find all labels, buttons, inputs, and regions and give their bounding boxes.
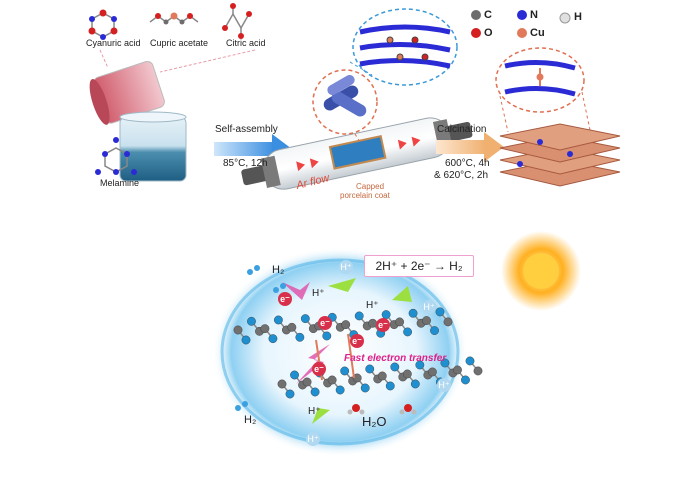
carbon-atom [473,366,483,376]
h2-molecule-icon [235,265,286,411]
citric-acid-label: Citric acid [226,38,266,48]
nitrogen-atom [365,364,375,374]
product-layers-icon [504,59,576,97]
electron-5: e⁻ [312,362,326,376]
nitrogen-atom [268,334,278,344]
nitrogen-atom [461,375,470,385]
catalyst-sheet [233,307,453,345]
assembled-rods-icon [323,75,367,117]
cyanuric-acid-molecule-icon [88,9,118,40]
cupric-acetate-molecule-icon [149,12,199,25]
nitrogen-atom [295,332,305,342]
h2o-label: H₂O [362,414,387,429]
carbon-atom [327,375,337,385]
beaker-icon [119,111,187,182]
nitrogen-atom [290,370,299,380]
nitrogen-atom [410,379,420,389]
nitrogen-atom [340,366,350,376]
carbon-atom [233,325,243,335]
proton-bubble-3: H⁺ [437,378,451,392]
zoom-circle-boat [312,69,378,135]
legend-o: O [484,27,493,39]
nitrogen-atom [300,314,310,324]
nitrogen-atom [435,307,445,317]
nitrogen-atom [390,362,400,372]
electron-3: e⁻ [376,318,390,332]
fast-electron-transfer-label: Fast electron transfer [344,353,447,364]
calcination-label: Calcination [437,124,487,135]
carbon-atom [402,369,412,379]
legend-n: N [530,9,538,21]
carbon-atom [427,367,437,377]
legend-h: H [574,11,582,23]
proton-arrows [312,278,412,424]
cyanuric-acid-label: Cyanuric acid [86,38,141,48]
self-assembly-condition: 85°C, 12h [223,158,268,169]
proton-bubble-1: H⁺ [339,260,353,274]
carbon-atom [443,317,453,327]
nitrogen-atom [322,331,332,341]
self-assembly-label: Self-assembly [215,124,278,135]
nitrogen-atom [465,356,475,366]
proton-bubble-2: H⁺ [422,300,436,314]
nitrogen-atom [310,387,320,397]
tube-furnace-icon [241,117,473,190]
calcination-condition-1: 600°C, 4h [445,158,490,169]
porcelain-coat-label: porcelain coat [340,191,390,200]
electron-1: e⁻ [278,292,292,306]
h2o-molecule-icon [347,404,417,415]
nitrogen-atom [440,358,450,368]
catalyst-sheet [277,356,483,399]
carbon-atom [287,322,297,332]
nitrogen-atom [247,316,256,326]
nitrogen-atom [241,335,251,345]
proton-label-1: H⁺ [312,288,325,299]
carbon-atom [377,371,387,381]
carbon-atom [341,320,351,330]
cupric-acetate-label: Cupric acetate [150,38,209,48]
nitrogen-atom [430,326,439,335]
h2-label-bottom: H₂ [244,414,257,426]
reaction-equation: 2H⁺ + 2e⁻ → H₂ [375,259,463,273]
calcination-arrow-icon [436,140,486,154]
carbon-atom [277,379,287,389]
nitrogen-atom [360,383,370,393]
nitrogen-atom [408,308,418,318]
self-assembly-arrow-icon [214,142,274,156]
reaction-equation-box: 2H⁺ + 2e⁻ → H₂ [364,255,474,277]
capped-label: Capped [356,182,385,191]
citric-acid-molecule-icon [222,3,252,39]
melamine-molecule-icon [95,137,137,175]
carbon-atom [260,324,270,334]
electron-2: e⁻ [318,316,332,330]
proton-bubble-4: H⁺ [306,432,320,446]
proton-label-3: H⁺ [308,406,321,417]
h2-label-top: H₂ [272,264,285,276]
layered-structure-icon [359,24,451,69]
carbon-atom [453,365,462,375]
legend [471,10,571,38]
calcination-condition-2: & 620°C, 2h [434,170,489,181]
cu-bridge [347,333,355,379]
nitrogen-atom [415,360,425,370]
stacked-sheets-icon [499,123,621,187]
nitrogen-atom [273,315,283,325]
melamine-label: Melamine [100,178,140,188]
nitrogen-atom [385,381,395,391]
nitrogen-atom [403,327,412,337]
legend-cu: Cu [530,27,545,39]
nitrogen-atom [354,311,364,321]
proton-label-2: H⁺ [366,300,379,311]
legend-c: C [484,9,492,21]
nitrogen-atom [335,385,345,395]
nitrogen-atom [285,389,295,399]
carbon-atom [422,316,431,325]
electron-4: e⁻ [350,334,364,348]
carbon-atom [302,377,312,387]
precursor-cup-icon [89,60,165,125]
carbon-atom [395,317,404,327]
